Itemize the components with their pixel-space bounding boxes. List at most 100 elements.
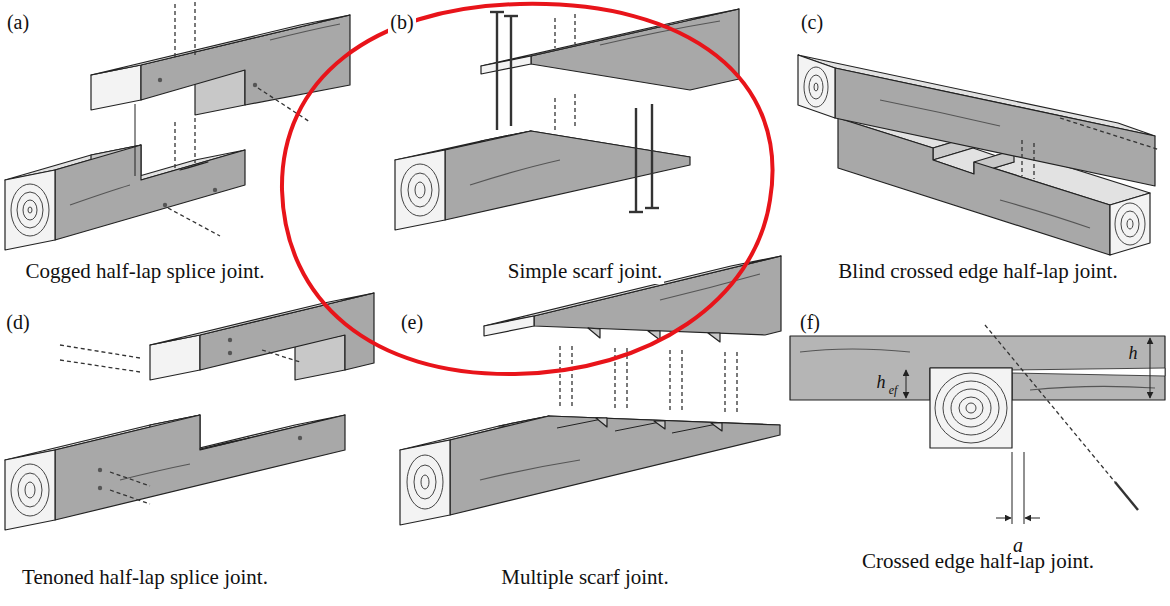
crossed-half-lap-section-part bbox=[996, 518, 1011, 519]
multiple-scarf-drawing-part bbox=[414, 465, 436, 499]
cogged-half-lap-drawing-part bbox=[180, 162, 208, 170]
multiple-scarf-drawing-part bbox=[421, 475, 429, 489]
cogged-half-lap-drawing-part bbox=[174, 4, 175, 60]
tenoned-half-lap-drawing-part bbox=[200, 438, 249, 449]
panel-letter: (a) bbox=[5, 11, 31, 33]
simple-scarf-drawing-part bbox=[481, 56, 531, 74]
cogged-half-lap-drawing-part bbox=[28, 207, 32, 213]
blind-crossed-half-lap-drawing-part bbox=[798, 55, 835, 118]
multiple-scarf-drawing-part bbox=[588, 328, 600, 338]
multiple-scarf-drawing-part bbox=[654, 421, 665, 429]
multiple-scarf-drawing-part bbox=[626, 348, 627, 410]
simple-scarf-drawing-part bbox=[401, 164, 439, 216]
multiple-scarf-drawing-part bbox=[596, 418, 607, 427]
simple-scarf-drawing-part bbox=[574, 14, 575, 44]
cogged-half-lap-drawing-part bbox=[70, 185, 130, 205]
cogged-half-lap-drawing-part bbox=[17, 192, 43, 228]
blind-crossed-half-lap-drawing-part bbox=[814, 83, 818, 91]
simple-scarf-drawing-part bbox=[481, 9, 739, 66]
cogged-half-lap-drawing-part bbox=[55, 145, 245, 240]
multiple-scarf-drawing-part bbox=[648, 331, 660, 340]
blind-crossed-half-lap-drawing-part bbox=[1110, 193, 1150, 255]
tenoned-half-lap-drawing-part bbox=[18, 473, 42, 507]
tenoned-half-lap-drawing-part bbox=[98, 468, 102, 472]
simple-scarf-drawing-part bbox=[554, 98, 555, 132]
simple-scarf-drawing-part bbox=[635, 108, 637, 212]
crossed-half-lap-section-part bbox=[935, 373, 1007, 443]
tenoned-half-lap-drawing-part bbox=[5, 450, 55, 530]
crossed-half-lap-section-part bbox=[951, 389, 991, 427]
blind-crossed-half-lap-drawing-part bbox=[804, 67, 828, 107]
panel-letter: (b) bbox=[388, 11, 415, 33]
multiple-scarf-drawing bbox=[400, 256, 781, 525]
tenoned-half-lap-drawing-part bbox=[228, 338, 232, 342]
blind-crossed-half-lap-drawing-part bbox=[1000, 200, 1090, 228]
crossed-half-lap-section-part bbox=[943, 381, 999, 435]
multiple-scarf-drawing-part bbox=[736, 352, 737, 413]
tenoned-half-lap-drawing-part bbox=[60, 360, 140, 372]
cogged-half-lap-drawing-part bbox=[135, 104, 136, 176]
tenoned-half-lap-drawing-part bbox=[55, 415, 345, 520]
simple-scarf-drawing-part bbox=[496, 12, 498, 130]
multiple-scarf-drawing-part bbox=[708, 333, 720, 342]
blind-crossed-half-lap-drawing-part bbox=[880, 100, 1000, 126]
crossed-half-lap-section-part bbox=[1012, 452, 1013, 524]
cogged-half-lap-drawing-part bbox=[253, 83, 257, 87]
panel-caption: Multiple scarf joint. bbox=[499, 566, 670, 589]
tenoned-half-lap-drawing-part bbox=[60, 345, 140, 358]
cogged-half-lap-drawing bbox=[5, 2, 350, 250]
crossed-half-lap-section-part bbox=[800, 349, 910, 352]
tenoned-half-lap-drawing-part bbox=[110, 472, 150, 486]
multiple-scarf-drawing-part bbox=[660, 274, 760, 300]
panel-letter: (d) bbox=[4, 311, 31, 333]
tenoned-half-lap-drawing-part bbox=[25, 482, 35, 498]
crossed-half-lap-section-part bbox=[966, 403, 976, 413]
multiple-scarf-drawing-part bbox=[724, 352, 725, 413]
panel-caption: Cogged half-lap splice joint. bbox=[23, 260, 266, 283]
simple-scarf-drawing-part bbox=[490, 11, 504, 13]
simple-scarf-drawing-part bbox=[629, 211, 643, 213]
blind-crossed-half-lap-drawing-part bbox=[1121, 211, 1139, 237]
crossed-half-lap-section-part bbox=[959, 397, 983, 419]
cogged-half-lap-drawing-part bbox=[141, 15, 350, 105]
simple-scarf-drawing-part bbox=[408, 173, 432, 207]
crossed-half-lap-section-part bbox=[1025, 518, 1040, 519]
multiple-scarf-drawing-part bbox=[484, 316, 534, 336]
cogged-half-lap-drawing-part bbox=[270, 24, 340, 40]
simple-scarf-drawing bbox=[395, 9, 739, 230]
blind-crossed-half-lap-drawing-part bbox=[835, 68, 1155, 186]
tenoned-half-lap-drawing-part bbox=[298, 436, 302, 440]
dimension-symbol: h bbox=[1127, 344, 1140, 364]
cogged-half-lap-drawing-part bbox=[23, 200, 37, 220]
cogged-half-lap-drawing-part bbox=[163, 203, 167, 207]
simple-scarf-drawing-part bbox=[510, 16, 512, 126]
cogged-half-lap-drawing-part bbox=[91, 65, 141, 110]
cogged-half-lap-drawing-part bbox=[168, 208, 220, 236]
multiple-scarf-drawing-part bbox=[480, 460, 580, 480]
simple-scarf-drawing-part bbox=[651, 104, 653, 208]
multiple-scarf-drawing-part bbox=[557, 418, 607, 428]
panel-letter: (e) bbox=[399, 311, 425, 333]
crossed-half-lap-section bbox=[790, 325, 1165, 524]
panel-letter: (c) bbox=[799, 11, 825, 33]
panel-caption: Crossed edge half-lap joint. bbox=[860, 550, 1096, 573]
multiple-scarf-drawing-part bbox=[672, 423, 722, 433]
crossed-half-lap-section-part bbox=[906, 370, 907, 398]
blind-crossed-half-lap-drawing-part bbox=[1033, 143, 1034, 179]
dimension-symbol: h bbox=[875, 373, 888, 393]
simple-scarf-drawing-part bbox=[574, 94, 575, 128]
blind-crossed-half-lap-drawing-part bbox=[1115, 203, 1145, 245]
tenoned-half-lap-drawing bbox=[5, 293, 374, 530]
red-highlight-loop bbox=[282, 4, 773, 374]
multiple-scarf-drawing-part bbox=[450, 416, 780, 515]
dimension-symbol: a bbox=[1011, 534, 1025, 556]
panel-caption: Blind crossed edge half-lap joint. bbox=[836, 260, 1119, 283]
multiple-scarf-drawing-part bbox=[484, 256, 781, 326]
blind-crossed-half-lap-drawing bbox=[798, 55, 1160, 255]
cogged-half-lap-drawing-part bbox=[194, 118, 195, 163]
tenoned-half-lap-drawing-part bbox=[11, 464, 49, 516]
crossed-half-lap-section-part bbox=[1150, 338, 1151, 398]
tenoned-half-lap-drawing-part bbox=[228, 351, 232, 355]
